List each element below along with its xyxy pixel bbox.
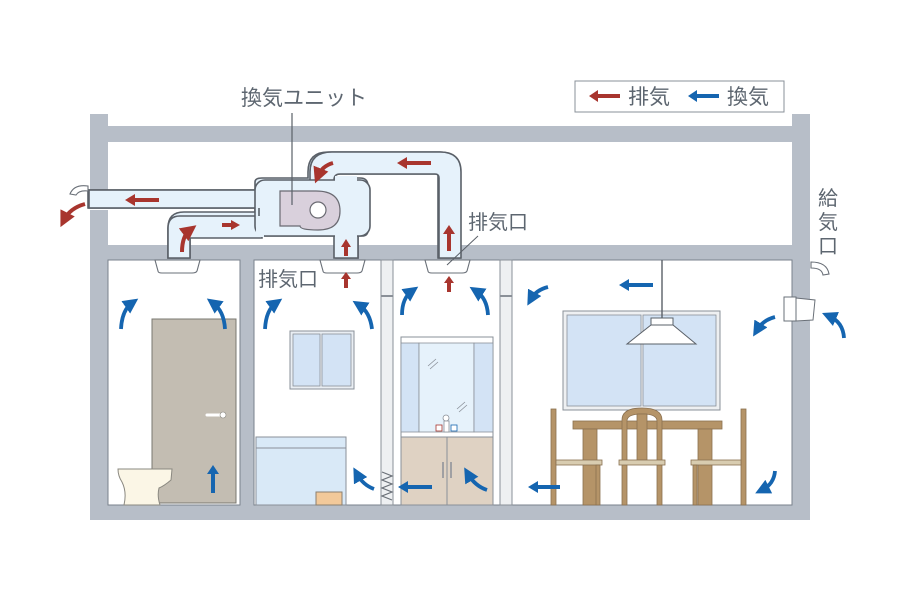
legend-exhaust-arrow-icon [589, 90, 620, 102]
arrow-up-icon [341, 239, 351, 256]
chair-center [621, 407, 663, 506]
legend-ventilation-label: 換気 [727, 85, 769, 109]
chair-right [740, 408, 747, 506]
curved-arrow-icon [822, 312, 846, 339]
arrow-right-icon [222, 220, 240, 230]
exhaust-port-label-upper: 排気口 [468, 210, 528, 234]
arrow-up-icon [444, 276, 454, 292]
legend-ventilation-arrow-icon [688, 90, 719, 102]
curved-arrow-icon [119, 298, 139, 330]
supply-hood-outside [810, 261, 830, 276]
curved-arrow-icon [464, 467, 488, 492]
legend-exhaust-label: 排気 [628, 85, 670, 109]
supply-port-label-2: 気 [818, 210, 838, 234]
supply-port-label-1: 給 [818, 186, 838, 210]
unit-label: 換気ユニット [241, 86, 367, 110]
dining-room [550, 260, 747, 506]
left-wall-top [90, 114, 108, 194]
vanity [400, 336, 494, 506]
curved-arrow-icon [352, 300, 374, 330]
curved-arrow-icon [206, 298, 227, 330]
undercut-gap-icon [380, 471, 394, 501]
exhaust-port-label-lower: 排気口 [258, 267, 318, 291]
arrow-left-icon [398, 481, 432, 493]
arrow-up-icon [341, 272, 351, 288]
curved-arrow-icon [263, 298, 283, 330]
dining-table [572, 420, 723, 430]
exhaust-grilles [154, 259, 471, 274]
ventilation-unit [279, 190, 341, 231]
curved-arrow-icon [400, 286, 419, 316]
exhaust-arrows [125, 157, 455, 292]
supply-port-label-3: 口 [818, 234, 838, 258]
supply-port [783, 296, 816, 322]
curved-arrow-icon [753, 315, 776, 337]
arrow-up-icon [443, 225, 455, 251]
curved-arrow-icon [469, 286, 490, 316]
exhaust-hood-outside [69, 185, 89, 196]
curved-arrow-icon [313, 161, 334, 184]
toilet-room [117, 318, 237, 506]
curved-arrow-icon [353, 467, 375, 491]
bathroom [255, 330, 355, 506]
duct-right-loop [309, 151, 462, 259]
ventilation-arrows [119, 285, 846, 494]
right-wall [792, 140, 810, 520]
wall-toilet-bath [240, 258, 254, 508]
bath-stool [315, 491, 343, 506]
arrow-left-icon [125, 194, 159, 206]
pendant-lamp-icon [625, 324, 698, 345]
exhaust-grille-bath [319, 259, 366, 274]
arrow-left-icon [619, 279, 653, 291]
legend: 排気 換気 [574, 80, 785, 113]
exhaust-grille-wash [424, 259, 471, 274]
pillar-left [380, 259, 394, 506]
toilet-icon [117, 468, 173, 506]
fan-icon [309, 201, 327, 219]
left-wall [90, 210, 108, 520]
curved-arrow-icon [178, 225, 197, 253]
curved-arrow-icon [755, 470, 777, 494]
curved-arrow-icon [60, 202, 86, 228]
exhaust-port-leader-line [446, 235, 479, 266]
roof-beam [90, 126, 810, 142]
curved-arrow-icon [527, 285, 549, 306]
arrow-up-icon [207, 465, 219, 493]
arrow-left-icon [528, 481, 560, 493]
chair-left [550, 408, 557, 506]
pillars [380, 259, 513, 506]
exhaust-grille-toilet [154, 259, 201, 274]
duct-left-horizontal [88, 189, 260, 209]
floor-slab [90, 505, 810, 520]
pillar-right [499, 259, 513, 506]
arrow-left-icon [397, 157, 431, 169]
